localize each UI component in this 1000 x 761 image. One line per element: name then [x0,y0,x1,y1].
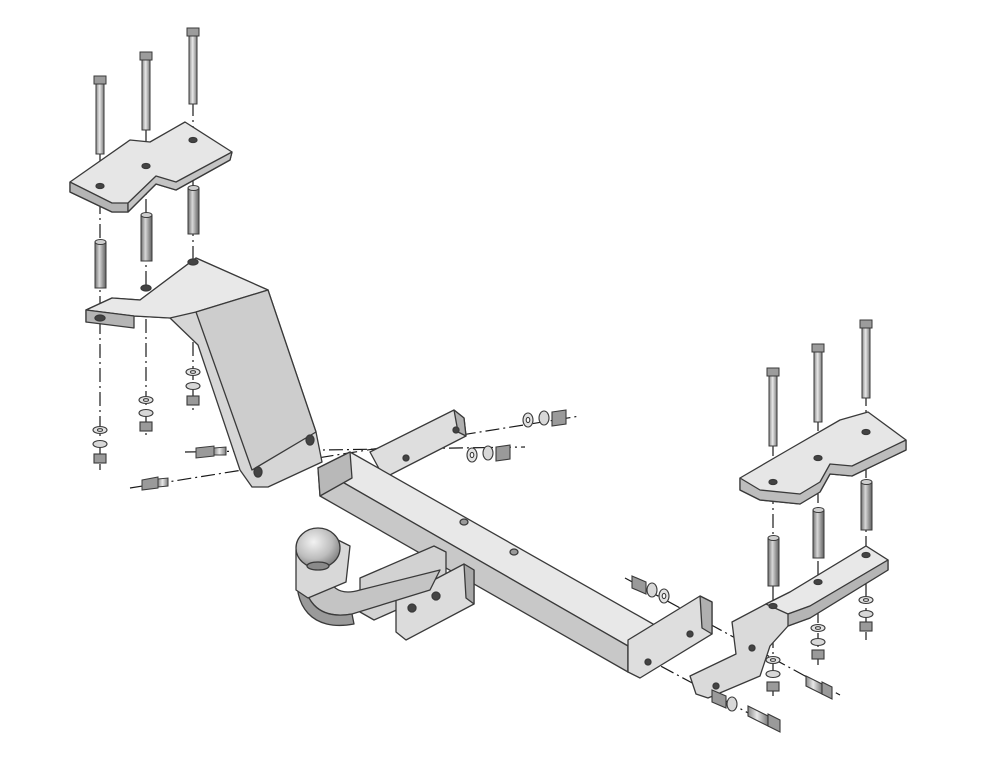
left-side-bracket [85,257,323,488]
right-vertical-bolts [766,319,873,447]
center-washers-nuts [466,409,567,463]
left-upper-plate [69,121,233,213]
left-beam-flange [369,409,467,479]
left-spacer-sleeves [94,185,200,289]
right-washers-nuts [765,595,874,692]
right-side-bracket [689,545,889,699]
right-beam-flange [627,595,713,679]
left-horizontal-bolts [141,445,227,491]
centerline-lower-horizontal [624,577,841,696]
centerline-upper-horizontal [129,415,581,489]
left-washers-nuts [92,367,201,464]
left-vertical-bolts [93,27,200,155]
right-horizontal-fasteners [631,575,833,733]
right-upper-plate [739,411,907,505]
right-spacer-sleeves [767,479,873,587]
ball-mount [295,527,475,641]
crossbar-beam [317,409,713,679]
